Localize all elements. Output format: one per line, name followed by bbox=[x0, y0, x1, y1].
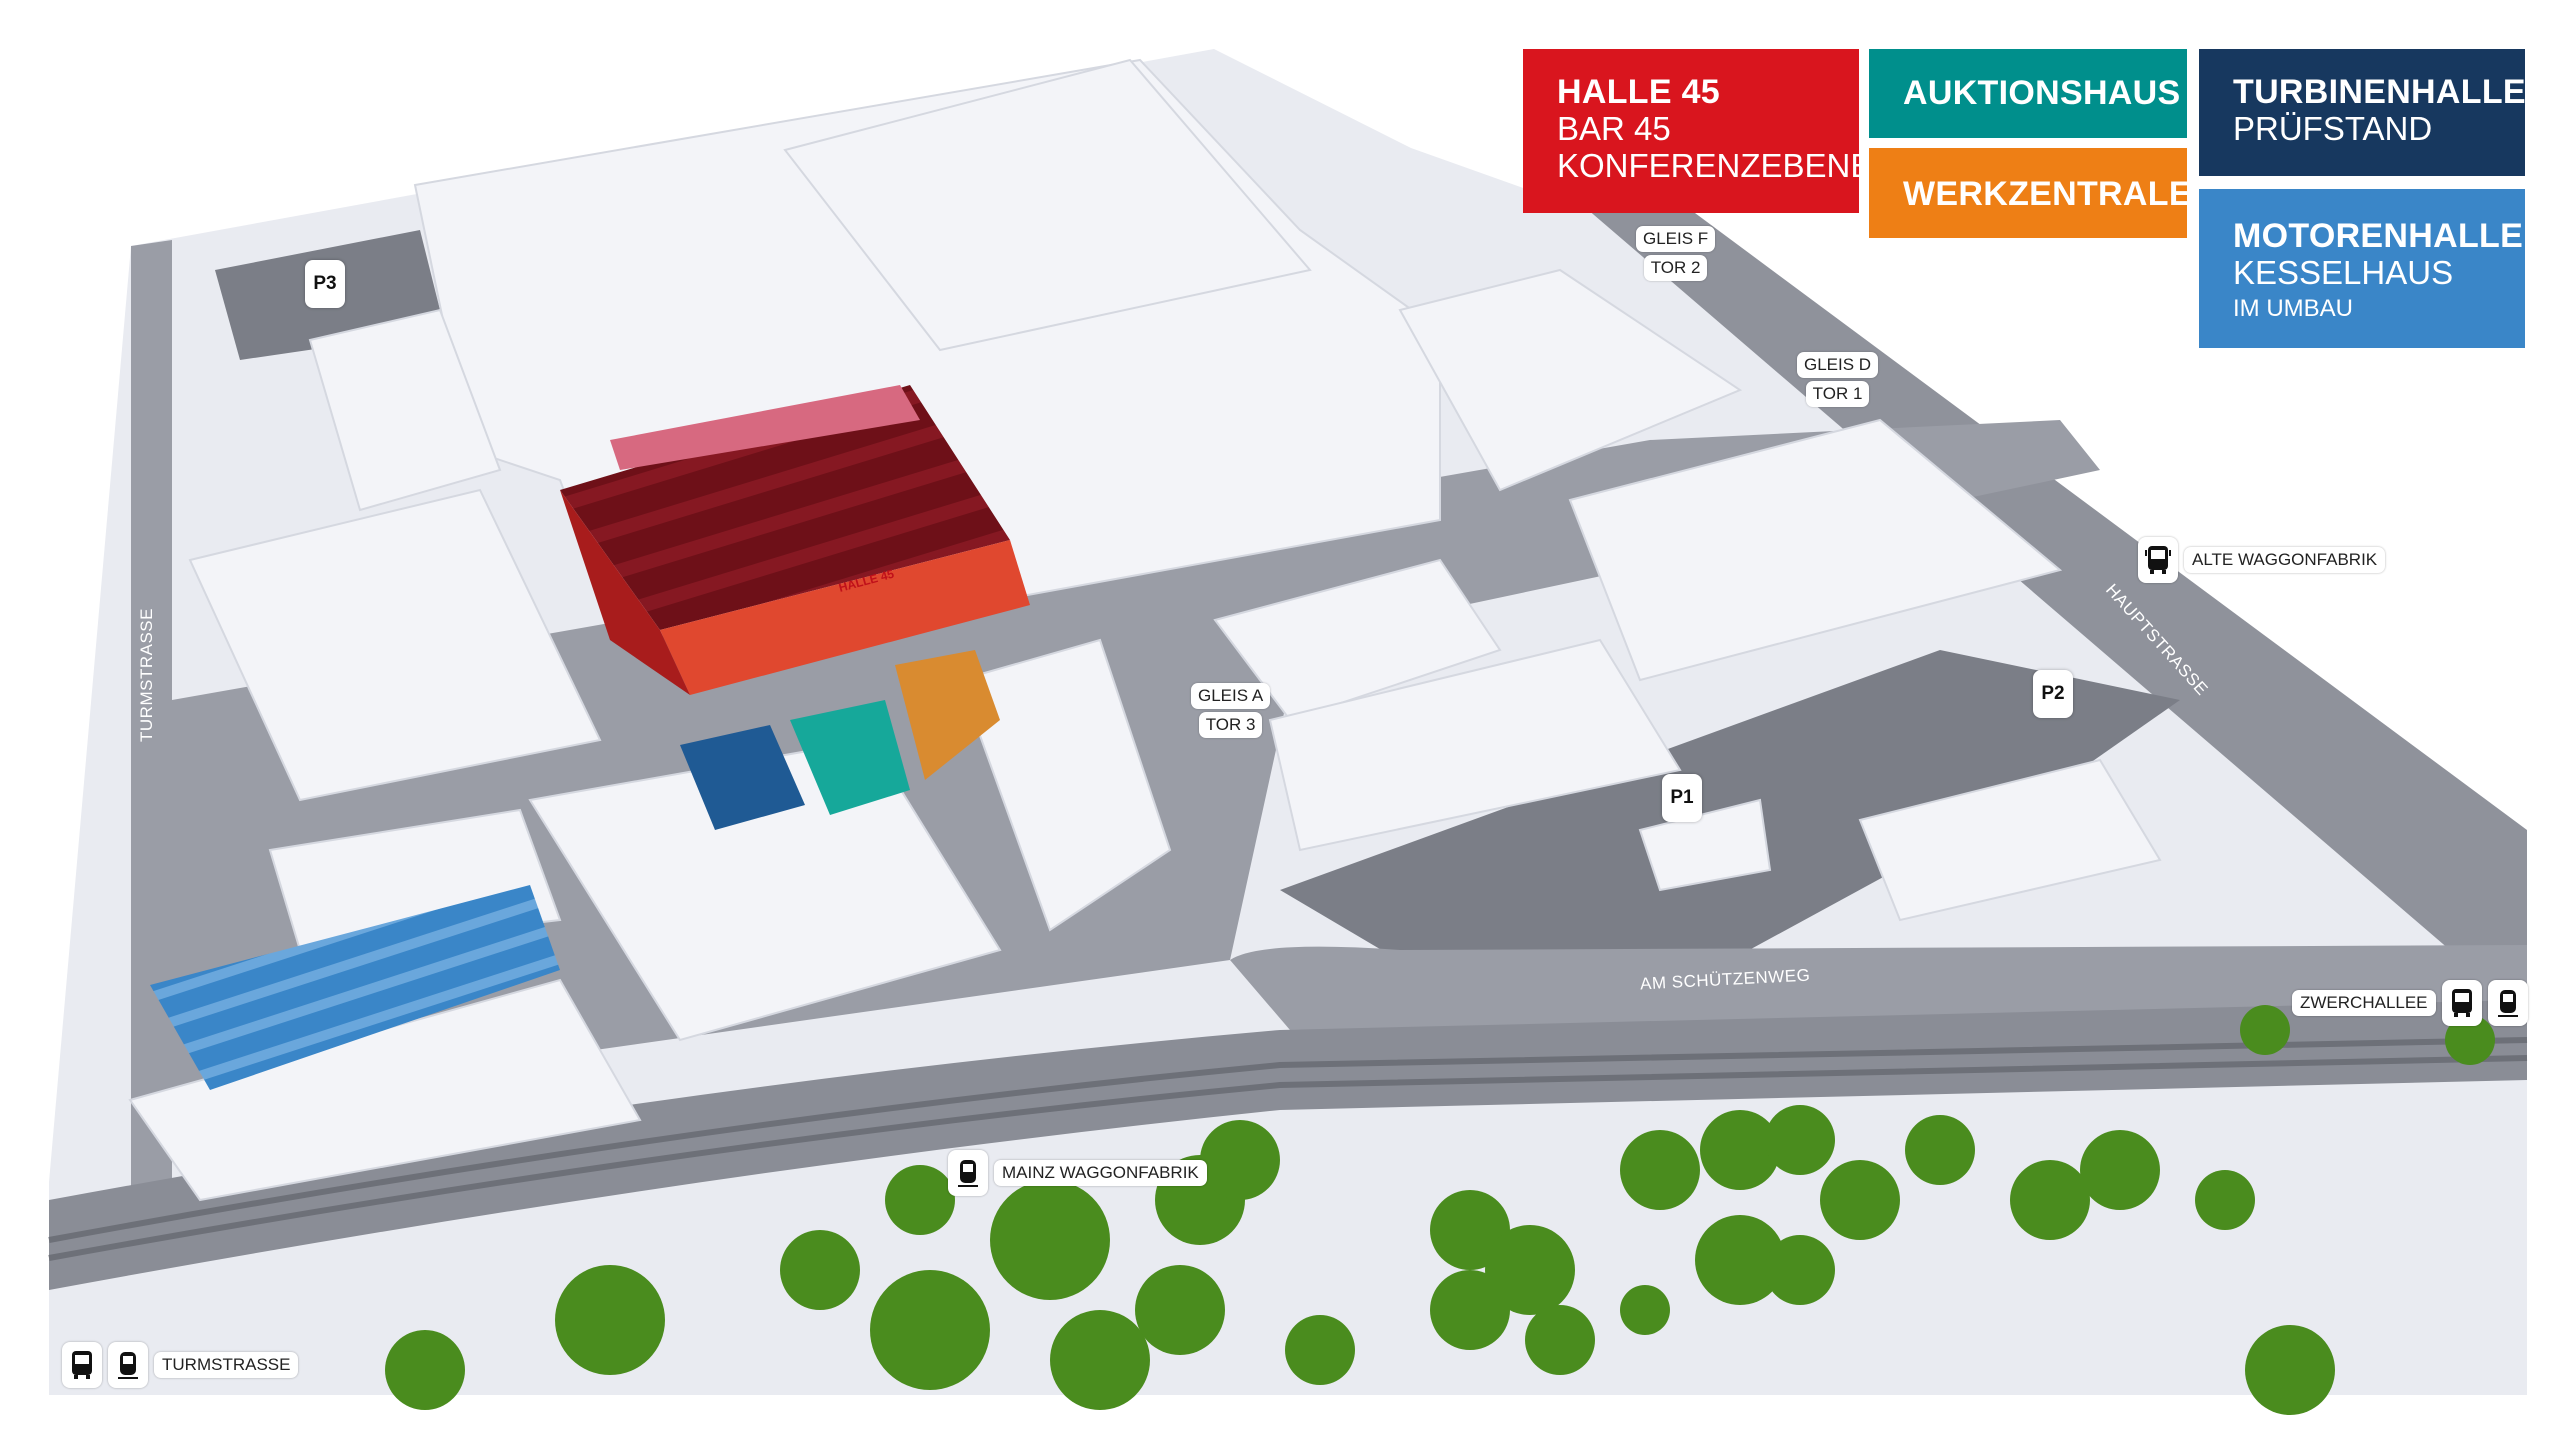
legend-halle-45[interactable]: HALLE 45 BAR 45 KONFERENZEBENE bbox=[1523, 49, 1873, 213]
parking-p2[interactable]: P2 bbox=[2033, 670, 2073, 718]
parking-area bbox=[1280, 650, 2180, 955]
legend-title: TURBINENHALLE bbox=[2233, 73, 2526, 111]
stop-name: ALTE WAGGONFABRIK bbox=[2184, 547, 2386, 573]
gate-gleis-f-tor-2[interactable]: GLEIS F TOR 2 bbox=[1636, 226, 1716, 281]
bus-icon bbox=[2138, 537, 2178, 583]
halle-45-facade bbox=[660, 540, 1030, 695]
halle-45-roof-edge bbox=[610, 385, 920, 470]
parking-p1[interactable]: P1 bbox=[1662, 774, 1702, 822]
stop-zwerchallee[interactable]: ZWERCHALLEE bbox=[2292, 980, 2534, 1026]
tram-icon bbox=[108, 1342, 148, 1388]
stop-name: TURMSTRASSE bbox=[154, 1352, 299, 1378]
motorenhalle-building bbox=[150, 885, 560, 1090]
legend-subtitle: BAR 45 bbox=[1557, 110, 1671, 148]
legend-werkzentrale[interactable]: WERKZENTRALE bbox=[1869, 148, 2192, 238]
legend-auktionshaus[interactable]: AUKTIONSHAUS bbox=[1869, 49, 2187, 138]
gate-track: GLEIS F bbox=[1636, 226, 1716, 252]
tram-icon bbox=[2487, 980, 2528, 1026]
legend-title: AUKTIONSHAUS bbox=[1903, 74, 2181, 112]
auktionshaus-building bbox=[790, 700, 910, 815]
bus-icon bbox=[2441, 980, 2482, 1026]
stop-name: ZWERCHALLEE bbox=[2292, 990, 2436, 1016]
gate-gleis-d-tor-1[interactable]: GLEIS D TOR 1 bbox=[1797, 352, 1879, 407]
turmstrasse-road bbox=[131, 240, 172, 1200]
turbinenhalle-building bbox=[680, 725, 805, 830]
stop-mainz-waggonfabrik[interactable]: MAINZ WAGGONFABRIK bbox=[948, 1150, 1207, 1196]
gate-number: TOR 2 bbox=[1643, 255, 1708, 281]
parking-p3[interactable]: P3 bbox=[305, 260, 345, 308]
legend-note: IM UMBAU bbox=[2233, 295, 2353, 323]
legend-title: HALLE 45 bbox=[1557, 73, 1720, 111]
gate-gleis-a-tor-3[interactable]: GLEIS A TOR 3 bbox=[1191, 683, 1271, 738]
gate-track: GLEIS D bbox=[1797, 352, 1879, 378]
legend-title: MOTORENHALLE bbox=[2233, 217, 2524, 255]
tram-icon bbox=[948, 1150, 988, 1196]
legend-subtitle: PRÜFSTAND bbox=[2233, 110, 2433, 148]
gate-number: TOR 3 bbox=[1198, 712, 1263, 738]
rail-track bbox=[48, 1037, 2528, 1243]
trees bbox=[385, 1005, 2495, 1415]
bus-icon bbox=[62, 1342, 102, 1388]
legend-subtitle: KONFERENZEBENE bbox=[1557, 147, 1873, 185]
gate-track: GLEIS A bbox=[1191, 683, 1271, 709]
stop-alte-waggonfabrik[interactable]: ALTE WAGGONFABRIK bbox=[2138, 537, 2386, 583]
werkzentrale-building bbox=[895, 650, 1000, 780]
legend-subtitle: KESSELHAUS bbox=[2233, 254, 2454, 292]
legend-title: WERKZENTRALE bbox=[1903, 175, 2192, 213]
rail-track bbox=[48, 1055, 2528, 1261]
street-turmstrasse: TURMSTRASSE bbox=[136, 608, 156, 742]
stop-name: MAINZ WAGGONFABRIK bbox=[994, 1160, 1207, 1186]
stop-turmstrasse[interactable]: TURMSTRASSE bbox=[62, 1342, 299, 1388]
legend-turbinenhalle[interactable]: TURBINENHALLE PRÜFSTAND bbox=[2199, 49, 2526, 176]
legend-motorenhalle[interactable]: MOTORENHALLE KESSELHAUS IM UMBAU bbox=[2199, 189, 2525, 348]
gate-number: TOR 1 bbox=[1805, 381, 1870, 407]
halle-45-side bbox=[560, 490, 690, 695]
halle-45-roof bbox=[560, 385, 1010, 630]
